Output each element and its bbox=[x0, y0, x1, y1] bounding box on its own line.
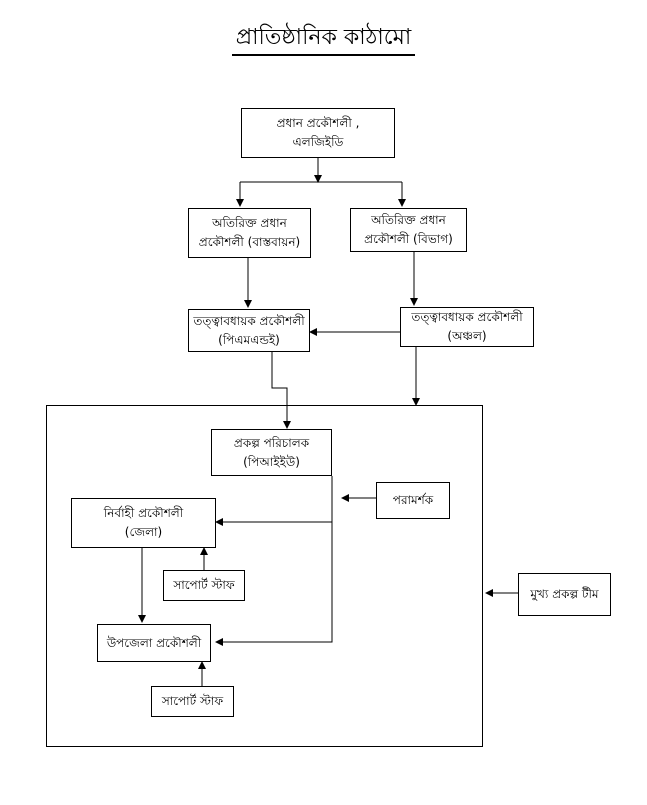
arrow-se-pme-to-pd bbox=[271, 352, 291, 429]
box-consultant: পরামর্শক bbox=[376, 482, 450, 519]
box-addl-chief-division: অতিরিক্ত প্রধান প্রকৌশলী (বিভাগ) bbox=[350, 208, 467, 252]
box-addl-division-line1: অতিরিক্ত প্রধান bbox=[371, 213, 446, 227]
box-chief-engineer-line2: এলজিইডি bbox=[292, 135, 344, 149]
box-addl-division-line2: প্রকৌশলী (বিভাগ) bbox=[364, 232, 453, 246]
box-core-project-team-line1: মুখ্য প্রকল্প টীম bbox=[530, 587, 599, 601]
box-core-project-team: মুখ্য প্রকল্প টীম bbox=[518, 573, 611, 616]
box-chief-engineer-line1: প্রধান প্রকৌশলী , bbox=[276, 116, 360, 130]
box-se-zone: তত্ত্বাবধায়ক প্রকৌশলী (অঞ্চল) bbox=[400, 307, 534, 347]
box-support-staff-upazila-line1: সাপোর্ট স্টাফ bbox=[161, 694, 224, 708]
box-addl-chief-implementation: অতিরিক্ত প্রধান প্রকৌশলী (বাস্তবায়ন) bbox=[188, 208, 311, 258]
box-project-director-line2: (পিআইইউ) bbox=[243, 454, 300, 469]
pd-trunk-line bbox=[215, 476, 333, 646]
box-executive-engineer: নির্বাহী প্রকৌশলী (জেলা) bbox=[71, 498, 216, 548]
box-addl-implementation-line2: প্রকৌশলী (বাস্তবায়ন) bbox=[198, 235, 301, 249]
box-upazila-engineer: উপজেলা প্রকৌশলী bbox=[97, 624, 211, 662]
box-project-director-line1: প্রকল্প পরিচালক bbox=[233, 435, 310, 450]
box-addl-implementation-line1: অতিরিক্ত প্রধান bbox=[212, 216, 287, 230]
box-project-director: প্রকল্প পরিচালক (পিআইইউ) bbox=[211, 429, 332, 476]
diagram-title-text: প্রাতিষ্ঠানিক কাঠামো bbox=[231, 24, 416, 56]
box-se-pme-line1: তত্ত্বাবধায়ক প্রকৌশলী bbox=[193, 313, 305, 328]
box-se-zone-line1: তত্ত্বাবধায়ক প্রকৌশলী bbox=[411, 310, 523, 324]
box-se-pme: তত্ত্বাবধায়ক প্রকৌশলী (পিএমএন্ডই) bbox=[188, 309, 310, 352]
box-se-zone-line2: (অঞ্চল) bbox=[447, 329, 487, 343]
box-support-staff-district-line1: সাপোর্ট স্টাফ bbox=[173, 578, 235, 592]
diagram-title: প্রাতিষ্ঠানিক কাঠামো bbox=[0, 24, 647, 56]
box-consultant-line1: পরামর্শক bbox=[392, 493, 434, 507]
box-support-staff-upazila: সাপোর্ট স্টাফ bbox=[151, 686, 234, 717]
box-support-staff-district: সাপোর্ট স্টাফ bbox=[163, 570, 245, 601]
box-chief-engineer: প্রধান প্রকৌশলী , এলজিইডি bbox=[241, 108, 395, 158]
box-upazila-engineer-line1: উপজেলা প্রকৌশলী bbox=[106, 635, 202, 650]
field-implementation-frame bbox=[46, 405, 483, 747]
box-executive-engineer-line2: (জেলা) bbox=[124, 525, 163, 539]
box-se-pme-line2: (পিএমএন্ডই) bbox=[218, 332, 280, 347]
box-executive-engineer-line1: নির্বাহী প্রকৌশলী bbox=[103, 506, 184, 520]
